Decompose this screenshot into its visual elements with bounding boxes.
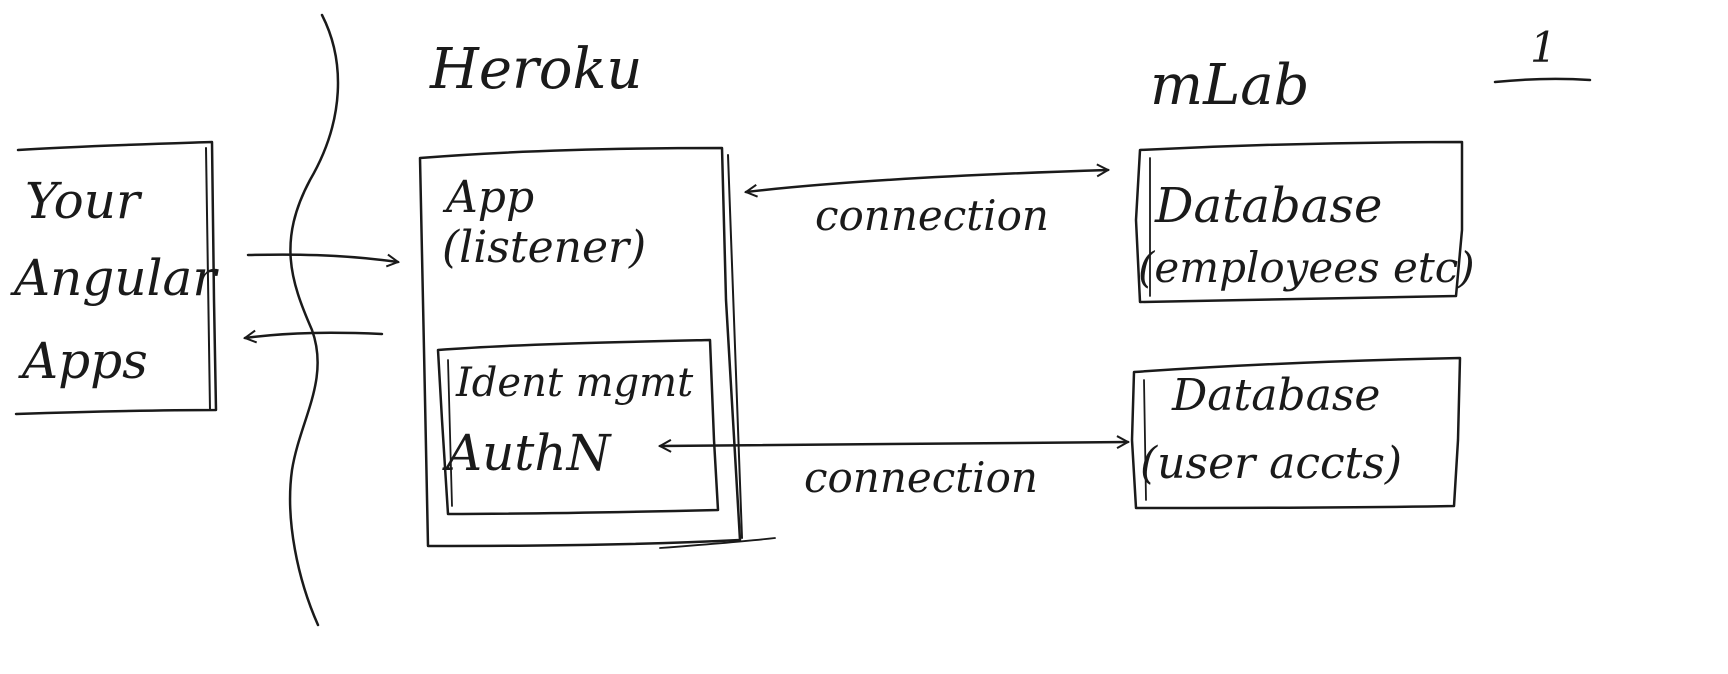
network-boundary-line bbox=[288, 13, 340, 627]
db-users-box: Database (user accts) bbox=[1130, 356, 1462, 510]
app-label-line2: (listener) bbox=[442, 222, 646, 273]
ident-label-line2: AuthN bbox=[442, 424, 613, 482]
heroku-title: Heroku bbox=[429, 37, 642, 102]
client-label-line2: Angular bbox=[10, 249, 219, 307]
db-employees-label-line2: (employees etc) bbox=[1138, 243, 1475, 292]
db-employees-box: Database (employees etc) bbox=[1134, 140, 1475, 304]
db-users-label-line2: (user accts) bbox=[1140, 438, 1402, 489]
app-label-line1: App bbox=[442, 172, 534, 223]
ident-box: Ident mgmt AuthN bbox=[436, 338, 720, 516]
top-connection-arrow bbox=[746, 170, 1108, 192]
db-employees-label-line1: Database bbox=[1154, 178, 1382, 234]
page-number: 1 bbox=[1530, 23, 1557, 72]
client-box: Your Angular Apps bbox=[10, 140, 219, 416]
page-number-underline bbox=[1493, 77, 1592, 84]
ident-label-line1: Ident mgmt bbox=[455, 360, 694, 406]
top-connection-label: connection bbox=[815, 191, 1049, 240]
request-arrow bbox=[246, 253, 398, 262]
mlab-title: mLab bbox=[1150, 53, 1310, 118]
client-label-line3: Apps bbox=[18, 332, 148, 390]
db-users-label-line1: Database bbox=[1171, 370, 1380, 421]
bottom-connection-arrow bbox=[660, 442, 1128, 446]
client-label-line1: Your bbox=[25, 172, 143, 230]
bottom-connection-label: connection bbox=[804, 453, 1038, 502]
heroku-box: App (listener) bbox=[418, 146, 776, 549]
